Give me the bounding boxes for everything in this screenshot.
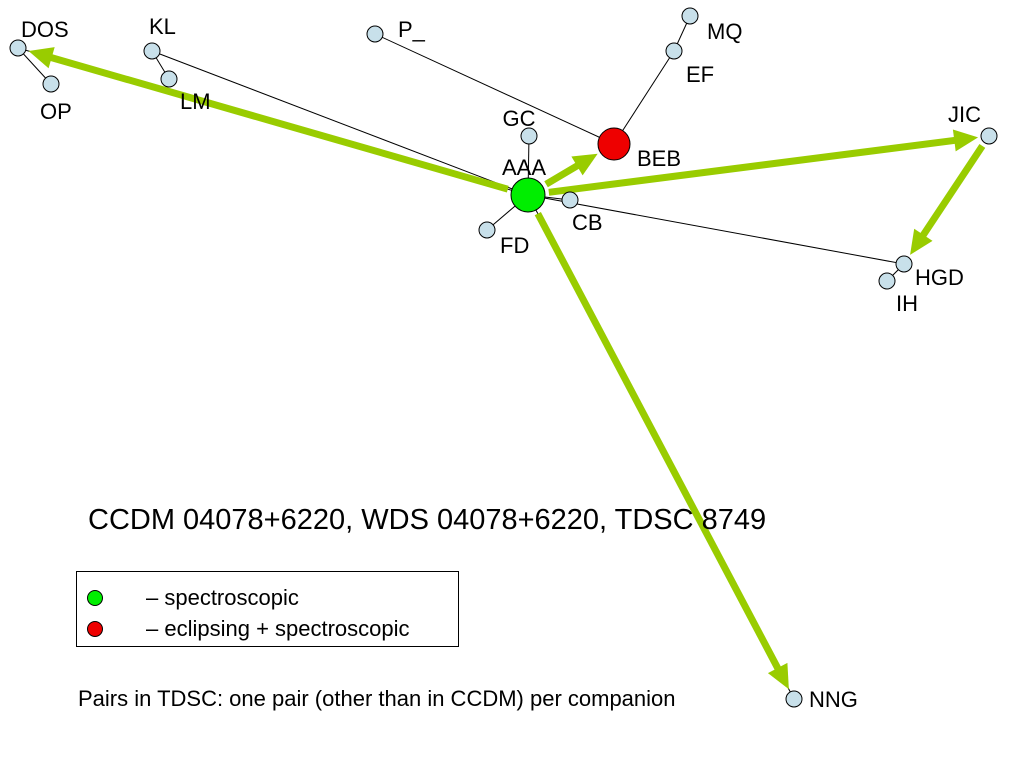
node-aaa: [510, 177, 546, 213]
spectroscopic-dot-icon: [87, 590, 103, 606]
node-dos: [9, 39, 27, 57]
nodes-layer: [9, 7, 998, 708]
arrow-aaa-to-dos: [28, 47, 509, 193]
node-label-ef: EF: [686, 62, 714, 87]
node-gc: [520, 127, 538, 145]
node-beb: [597, 127, 631, 161]
legend: – spectroscopic – eclipsing + spectrosco…: [76, 571, 459, 647]
legend-label-eclipsing: – eclipsing + spectroscopic: [146, 616, 410, 641]
node-label-p: P_: [398, 17, 426, 42]
node-label-ih: IH: [896, 291, 918, 316]
eclipsing-dot-icon: [87, 621, 103, 637]
node-label-hgd: HGD: [915, 265, 964, 290]
node-kl: [143, 42, 161, 60]
arrow-aaa-to-nng: [534, 211, 789, 690]
node-label-dos: DOS: [21, 17, 69, 42]
edge-kl-aaa: [151, 50, 529, 196]
node-jic: [980, 127, 998, 145]
edge-p-beb: [374, 33, 615, 145]
arrow-aaa-to-beb: [544, 153, 598, 188]
footnote: Pairs in TDSC: one pair (other than in C…: [78, 686, 676, 711]
node-label-op: OP: [40, 99, 72, 124]
arrow-aaa-to-jic: [548, 129, 979, 196]
edge-ef-beb: [613, 50, 675, 145]
node-label-cb: CB: [572, 210, 603, 235]
node-label-lm: LM: [180, 89, 211, 114]
node-ef: [665, 42, 683, 60]
node-mq: [681, 7, 699, 25]
edge-aaa-hgd: [527, 194, 905, 265]
node-ih: [878, 272, 896, 290]
legend-row-spectroscopic: – spectroscopic: [87, 584, 299, 612]
node-fd: [478, 221, 496, 239]
node-cb: [561, 191, 579, 209]
arrow-jic-to-hgd: [910, 144, 986, 255]
node-op: [42, 75, 60, 93]
node-label-nng: NNG: [809, 687, 858, 712]
node-hgd: [895, 255, 913, 273]
node-label-aaa: AAA: [502, 155, 546, 180]
node-label-mq: MQ: [707, 19, 742, 44]
legend-row-eclipsing: – eclipsing + spectroscopic: [87, 615, 410, 643]
legend-label-spectroscopic: – spectroscopic: [146, 585, 299, 610]
node-label-jic: JIC: [948, 102, 981, 127]
diagram-caption: CCDM 04078+6220, WDS 04078+6220, TDSC 87…: [88, 504, 767, 536]
node-label-gc: GC: [503, 106, 536, 131]
node-label-kl: KL: [149, 14, 176, 39]
node-label-fd: FD: [500, 233, 529, 258]
node-lm: [160, 70, 178, 88]
arrows-layer: [28, 47, 986, 690]
node-nng: [785, 690, 803, 708]
node-p: [366, 25, 384, 43]
node-label-beb: BEB: [637, 146, 681, 171]
